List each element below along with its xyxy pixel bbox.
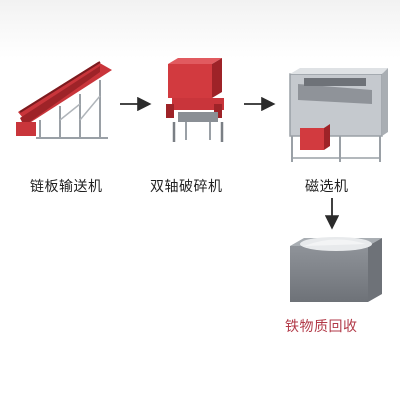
- iron-bin-icon: [290, 237, 382, 302]
- chain-conveyor-icon: [16, 61, 112, 139]
- magnetic-separator-icon: [289, 68, 388, 162]
- double-shaft-shredder-icon: [166, 58, 224, 142]
- stage-label-magnet: 磁选机: [305, 179, 349, 195]
- stage-label-recovery: 铁物质回收: [285, 319, 358, 335]
- stage-label-shredder: 双轴破碎机: [150, 179, 223, 195]
- top-background-band: [0, 0, 400, 58]
- stage-label-conveyor: 链板输送机: [30, 179, 103, 195]
